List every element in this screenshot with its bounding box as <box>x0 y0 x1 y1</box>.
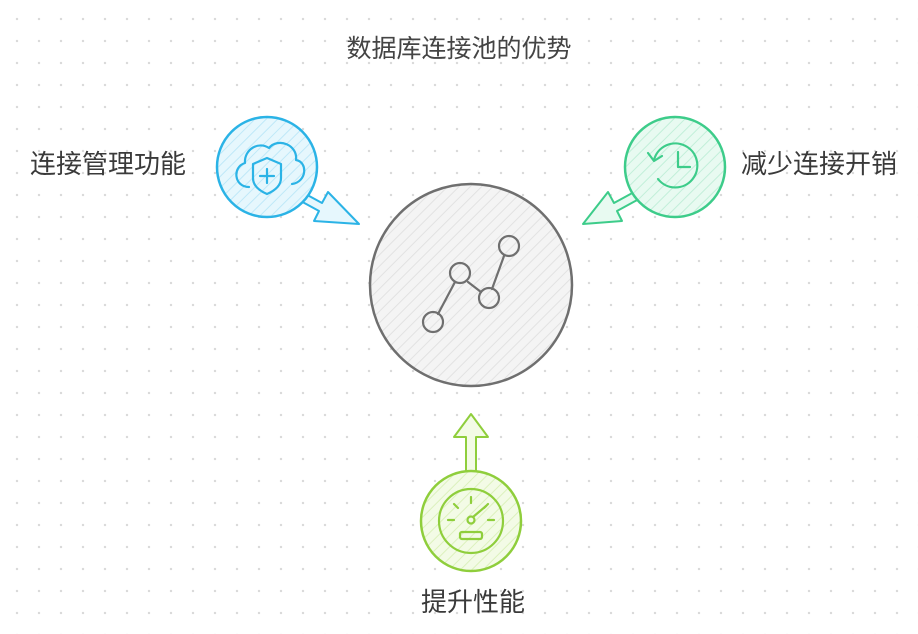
cloud-shield-icon <box>235 141 306 196</box>
left-node-label: 连接管理功能 <box>30 150 187 180</box>
left-node <box>215 115 360 225</box>
line-chart-icon <box>421 234 521 334</box>
right-node <box>582 115 727 225</box>
center-node <box>368 182 574 388</box>
clock-icon <box>646 142 699 189</box>
bottom-node-label: 提升性能 <box>420 588 526 618</box>
right-node-circle <box>623 115 727 219</box>
bottom-node-circle <box>419 469 523 573</box>
bottom-arrow <box>453 413 489 473</box>
left-node-circle <box>215 115 319 219</box>
right-arrow <box>582 190 640 225</box>
speedometer-icon <box>437 487 505 555</box>
diagram-title: 数据库连接池的优势 <box>346 34 572 63</box>
right-node-label: 减少连接开销 <box>741 150 898 180</box>
bottom-node <box>419 413 523 573</box>
